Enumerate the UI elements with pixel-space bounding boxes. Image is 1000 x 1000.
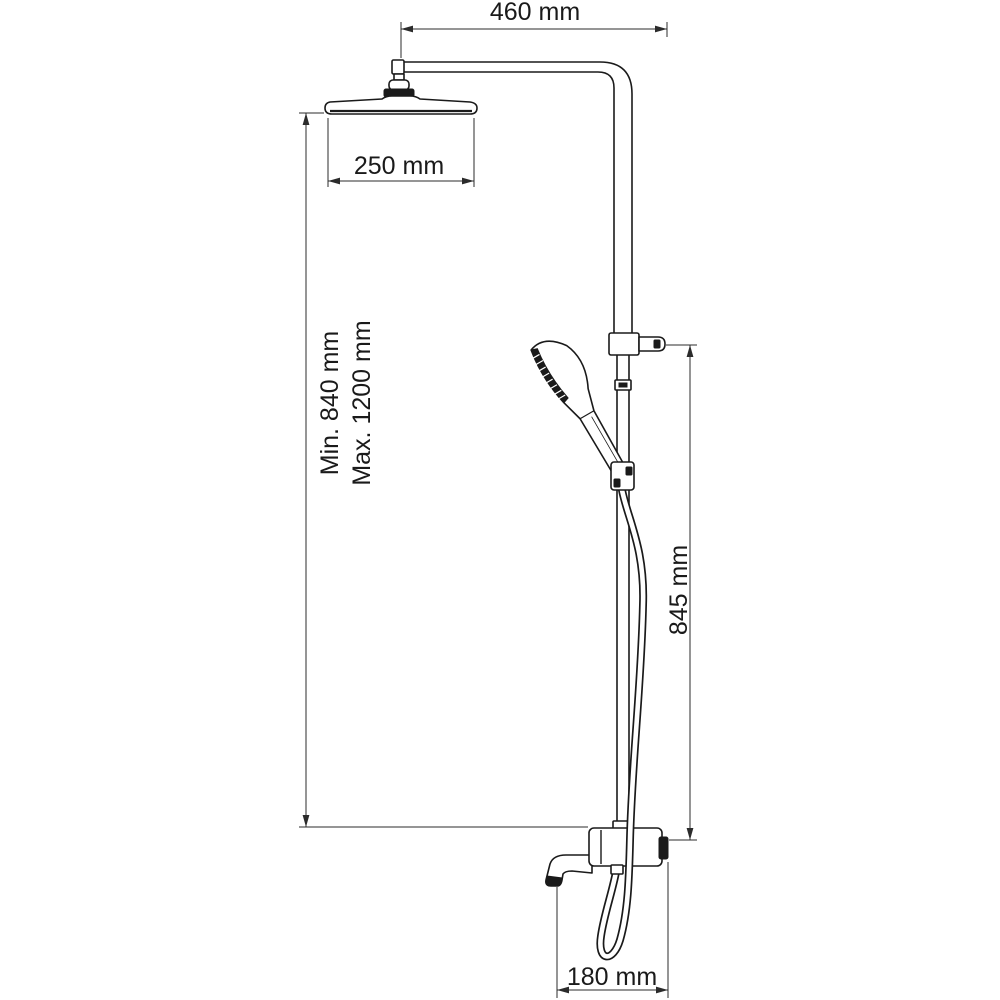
riser-lower-pipe — [616, 353, 630, 824]
slide-bracket — [608, 332, 666, 356]
bracket-knob — [638, 336, 666, 352]
arm-end-cap — [391, 59, 405, 75]
nozzle-row — [531, 353, 540, 360]
nozzle-row — [557, 394, 566, 401]
hand-shower-holder — [610, 461, 635, 491]
connector-neck — [393, 73, 405, 81]
hose-outlet — [610, 864, 624, 875]
dimension-label: 845 mm — [665, 545, 693, 635]
shower-head-body — [324, 95, 478, 115]
slider-stop — [614, 379, 632, 391]
dimension-rail-height: 845 mm — [665, 344, 697, 841]
aerator — [545, 875, 563, 887]
rain-shower-head — [324, 95, 478, 115]
nozzle-row — [541, 372, 550, 379]
bracket-knob-detail — [653, 339, 661, 349]
dimension-label-min: Min. 840 mm — [316, 331, 344, 475]
dimension-label: 180 mm — [567, 963, 657, 991]
handle-edge-line — [591, 416, 621, 468]
nozzle-row — [544, 378, 553, 385]
dimension-head-width: 250 mm — [327, 118, 475, 187]
nozzle-row — [553, 389, 562, 396]
stop-detail — [618, 382, 628, 388]
dimension-arm-reach: 460 mm — [400, 0, 668, 58]
dimension-label-max: Max. 1200 mm — [348, 320, 376, 485]
head-connector — [383, 59, 415, 98]
nozzle-rows — [531, 353, 566, 401]
nozzle-row — [548, 384, 558, 390]
holder-detail — [613, 478, 621, 488]
shower-hose — [596, 486, 648, 961]
hose-inner — [598, 487, 646, 959]
mixer-knob — [658, 836, 669, 860]
dimension-label: 250 mm — [354, 152, 444, 180]
nozzle-row — [534, 359, 544, 366]
dimension-height: Min. 840 mm Max. 1200 mm — [299, 112, 588, 828]
handle-joint-line — [579, 410, 595, 420]
holder-detail — [625, 466, 633, 476]
bath-spout — [545, 854, 593, 887]
hand-shower — [530, 340, 628, 480]
nozzle-row — [537, 366, 546, 373]
bracket-collar — [608, 332, 640, 356]
dimension-label: 460 mm — [490, 0, 580, 26]
dimension-spout-reach: 180 mm — [556, 862, 669, 998]
